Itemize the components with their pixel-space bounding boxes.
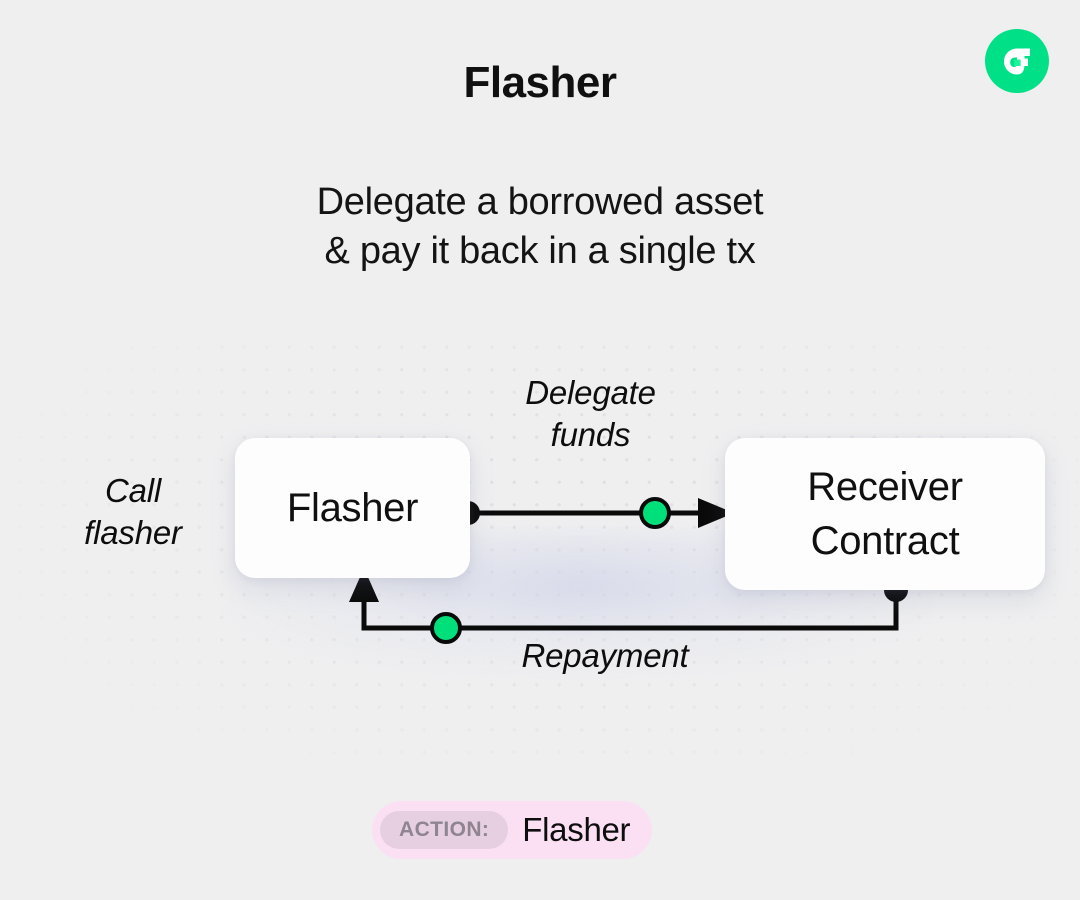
edge-label-repayment: Repayment (521, 637, 689, 674)
page-subtitle: Delegate a borrowed asset & pay it back … (0, 178, 1080, 276)
delegate-funds-line-1: Delegate (525, 374, 656, 411)
diagram-stage: Flasher Receiver Contract Call flasher D… (0, 330, 1080, 760)
receiver-label-line-1: Receiver (807, 465, 963, 509)
receiver-label-line-2: Contract (810, 519, 960, 563)
page-title: Flasher (463, 58, 617, 107)
diagram-node-receiver-contract[interactable]: Receiver Contract (725, 438, 1045, 590)
repayment-arrowhead (349, 568, 379, 602)
connector-wires (349, 497, 908, 644)
subtitle-line-2: & pay it back in a single tx (324, 230, 756, 272)
action-badge: ACTION: Flasher (372, 801, 653, 859)
diagram-node-flasher-label: Flasher (286, 485, 419, 530)
delegate-funds-line-2: funds (550, 416, 631, 453)
edge-label-call-flasher: Call flasher (38, 470, 228, 554)
diagram-node-receiver-contract-label: Receiver Contract (807, 460, 963, 568)
repayment-node-dot (430, 612, 462, 644)
delegate-arrowhead (698, 498, 734, 528)
edge-label-delegate-funds: Delegate funds (468, 372, 713, 456)
diagram-node-flasher[interactable]: Flasher (235, 438, 470, 578)
subtitle-line-1: Delegate a borrowed asset (316, 181, 764, 223)
call-flasher-line-2: flasher (84, 514, 182, 551)
fluid-flash-logo-icon (985, 29, 1049, 93)
action-chip-label: ACTION: (380, 811, 509, 849)
action-value: Flasher (522, 811, 631, 848)
delegate-node-dot (639, 497, 671, 529)
call-flasher-line-1: Call (104, 472, 162, 509)
